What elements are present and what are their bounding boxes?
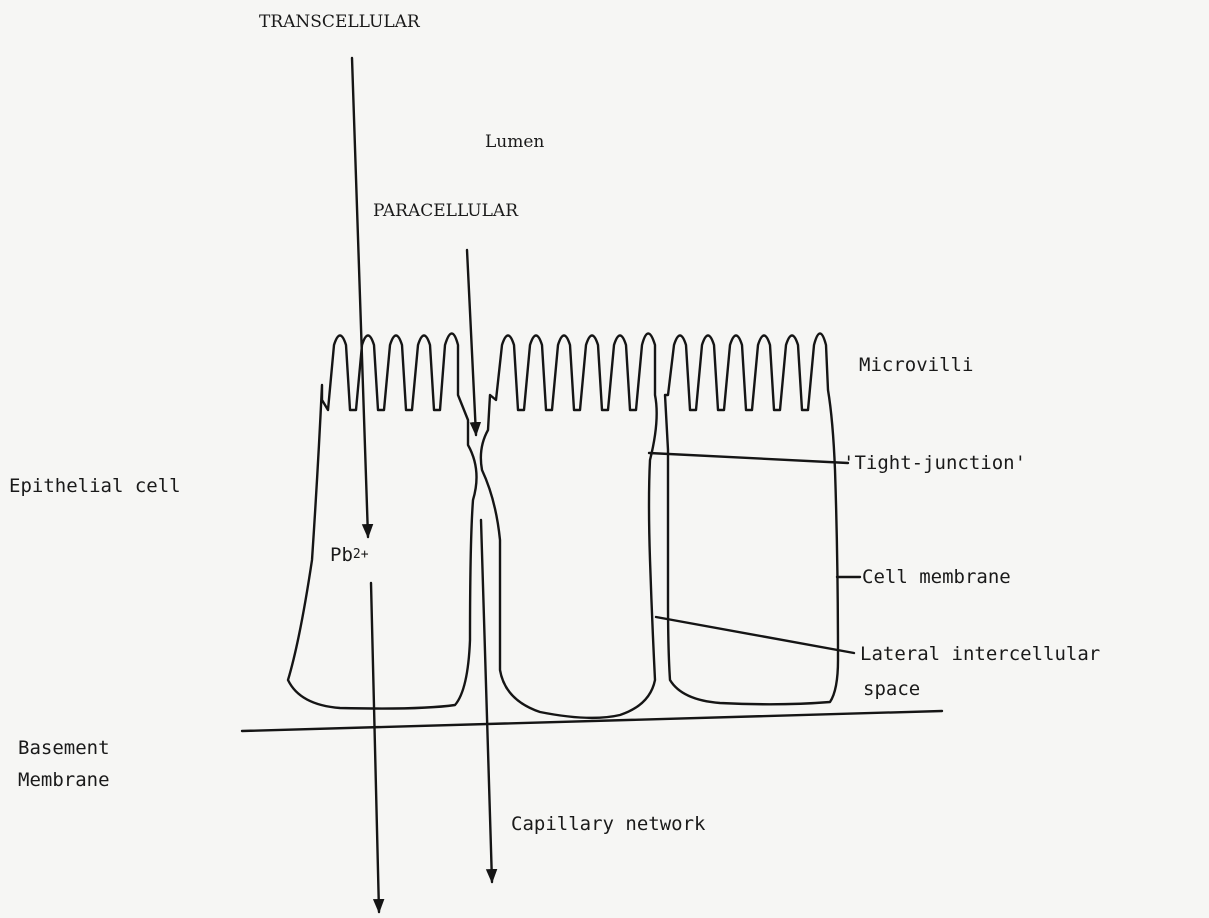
transcellular-label: TRANSCELLULAR	[259, 14, 420, 31]
cell-membrane-label: Cell membrane	[862, 568, 1011, 587]
lead-symbol: Pb	[330, 544, 353, 566]
lateral-space-label-line1: Lateral intercellular	[860, 645, 1100, 664]
lateral-space-leader	[656, 617, 854, 653]
epithelial-cell-middle	[481, 334, 657, 718]
paracellular-label: PARACELLULAR	[373, 203, 518, 220]
tight-junction-label: 'Tight-junction'	[843, 454, 1026, 473]
basement-membrane-label-line2: Membrane	[18, 771, 110, 790]
lead-ion-label: Pb2+	[330, 546, 369, 565]
transcellular-arrow-out	[371, 583, 379, 912]
tight-junction-leader	[649, 453, 848, 463]
paracellular-arrow-out	[481, 520, 492, 882]
basement-membrane-line	[242, 711, 942, 731]
epithelial-cell-right	[665, 334, 838, 705]
epithelial-cell-left	[288, 334, 477, 709]
epithelial-cell-label: Epithelial cell	[9, 477, 181, 496]
lateral-space-label-line2: space	[863, 680, 920, 699]
lead-charge: 2+	[353, 547, 369, 562]
capillary-network-label: Capillary network	[511, 815, 705, 834]
paracellular-arrow-in	[467, 250, 476, 435]
basement-membrane-label-line1: Basement	[18, 739, 110, 758]
microvilli-label: Microvilli	[859, 356, 973, 375]
lumen-label: Lumen	[485, 134, 544, 151]
transcellular-arrow-in	[352, 58, 368, 537]
